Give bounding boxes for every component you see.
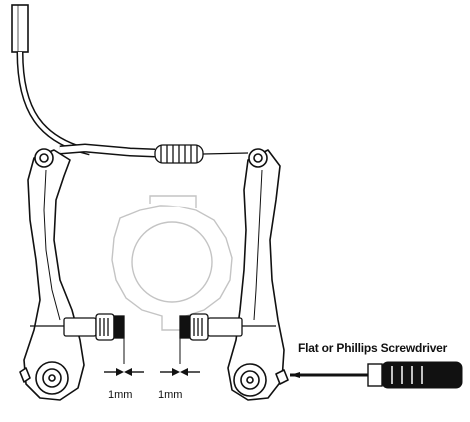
noodle-and-boot [59, 143, 249, 164]
gap-right-label: 1mm [158, 389, 182, 401]
tool-label: Flat or Phillips Screwdriver [298, 341, 448, 355]
left-brake-arm [19, 148, 85, 401]
left-brake-pad [30, 313, 125, 341]
cable-housing [11, 4, 91, 156]
right-brake-arm [227, 148, 289, 401]
screwdriver-icon [290, 361, 463, 389]
right-brake-pad [179, 313, 276, 341]
gap-left-label: 1mm [108, 389, 132, 401]
gap-arrow-icon [104, 368, 200, 376]
rim-gap-lines [123, 336, 181, 364]
hub-ghost [111, 195, 233, 331]
